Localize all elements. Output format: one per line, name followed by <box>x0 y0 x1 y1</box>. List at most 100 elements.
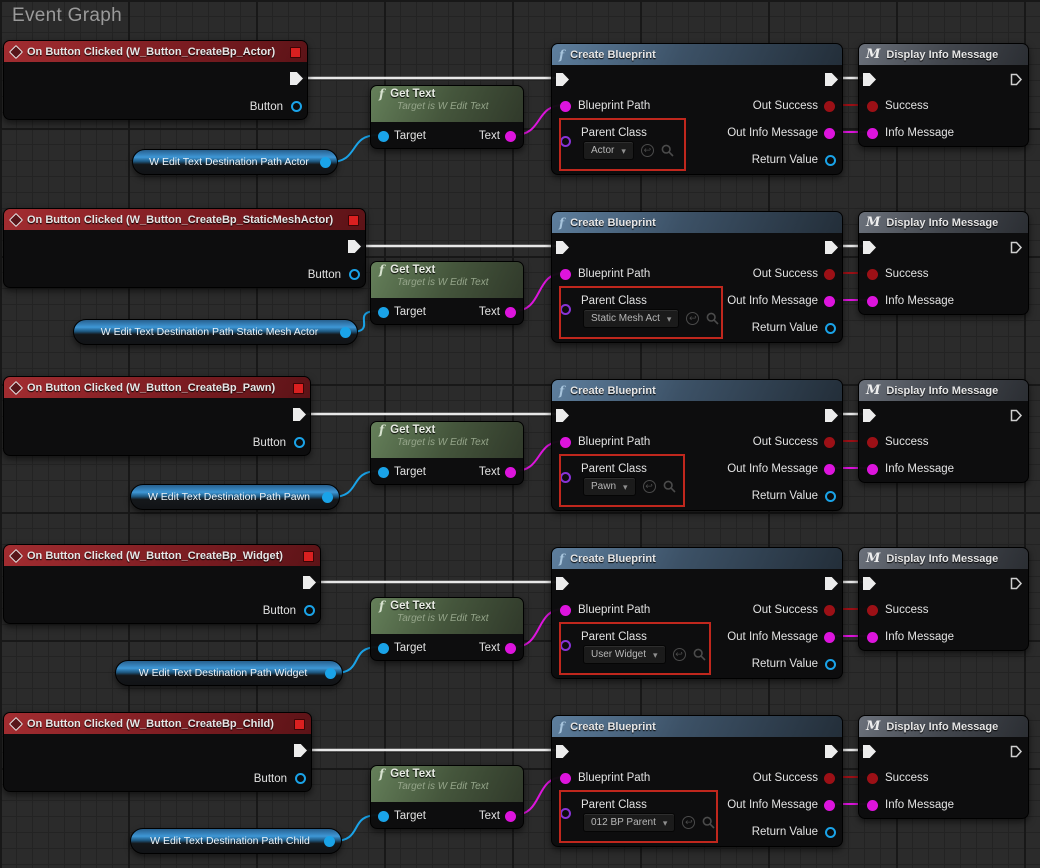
delegate-pin[interactable] <box>293 383 304 394</box>
create-blueprint-header[interactable]: f Create Blueprint <box>552 548 842 569</box>
variable-output-pin[interactable] <box>325 668 336 679</box>
parent-class-dropdown[interactable]: Static Mesh Act ▾ <box>583 309 680 328</box>
delegate-pin[interactable] <box>290 47 301 58</box>
exec-out-pin[interactable] <box>1010 577 1023 590</box>
out-info-message-output-pin[interactable] <box>824 632 835 643</box>
exec-out-pin[interactable] <box>825 409 838 422</box>
success-input-pin[interactable] <box>867 269 878 280</box>
create-blueprint-node[interactable]: f Create Blueprint Blueprint Path Parent… <box>551 547 843 679</box>
event-node-header[interactable]: On Button Clicked (W_Button_CreateBp_Act… <box>4 41 307 62</box>
variable-output-pin[interactable] <box>322 492 333 503</box>
button-object-pin[interactable] <box>295 773 306 784</box>
create-blueprint-node[interactable]: f Create Blueprint Blueprint Path Parent… <box>551 211 843 343</box>
parent-class-dropdown[interactable]: User Widget ▾ <box>583 645 666 664</box>
get-text-header[interactable]: f Get Text Target is W Edit Text <box>371 598 523 634</box>
out-info-message-output-pin[interactable] <box>824 296 835 307</box>
exec-in-pin[interactable] <box>556 241 569 254</box>
parent-class-input-pin[interactable] <box>560 640 571 651</box>
out-info-message-output-pin[interactable] <box>824 464 835 475</box>
exec-in-pin[interactable] <box>556 577 569 590</box>
reset-icon[interactable]: ↩ <box>642 480 656 493</box>
text-output-pin[interactable] <box>505 467 516 478</box>
create-blueprint-node[interactable]: f Create Blueprint Blueprint Path Parent… <box>551 715 843 847</box>
blueprint-path-input-pin[interactable] <box>560 101 571 112</box>
exec-in-pin[interactable] <box>863 73 876 86</box>
exec-out-pin[interactable] <box>1010 409 1023 422</box>
out-success-output-pin[interactable] <box>824 773 835 784</box>
target-input-pin[interactable] <box>378 307 389 318</box>
event-node[interactable]: On Button Clicked (W_Button_CreateBp_Sta… <box>3 208 366 288</box>
success-input-pin[interactable] <box>867 773 878 784</box>
info-message-input-pin[interactable] <box>867 800 878 811</box>
text-output-pin[interactable] <box>505 307 516 318</box>
text-output-pin[interactable] <box>505 811 516 822</box>
exec-out-pin[interactable] <box>1010 73 1023 86</box>
variable-output-pin[interactable] <box>340 327 351 338</box>
variable-get-node[interactable]: W Edit Text Destination Path Child <box>130 828 342 854</box>
search-icon[interactable] <box>693 648 706 661</box>
create-blueprint-header[interactable]: f Create Blueprint <box>552 716 842 737</box>
display-info-message-node[interactable]: M Display Info Message Success Info Mess… <box>858 211 1029 315</box>
exec-out-pin[interactable] <box>825 73 838 86</box>
exec-in-pin[interactable] <box>863 409 876 422</box>
get-text-header[interactable]: f Get Text Target is W Edit Text <box>371 262 523 298</box>
display-info-header[interactable]: M Display Info Message <box>859 44 1028 65</box>
exec-out-pin[interactable] <box>825 241 838 254</box>
exec-in-pin[interactable] <box>863 745 876 758</box>
button-object-pin[interactable] <box>349 269 360 280</box>
info-message-input-pin[interactable] <box>867 296 878 307</box>
success-input-pin[interactable] <box>867 605 878 616</box>
event-node[interactable]: On Button Clicked (W_Button_CreateBp_Chi… <box>3 712 312 792</box>
button-object-pin[interactable] <box>304 605 315 616</box>
search-icon[interactable] <box>706 312 720 325</box>
return-value-output-pin[interactable] <box>825 155 836 166</box>
create-blueprint-header[interactable]: f Create Blueprint <box>552 212 842 233</box>
exec-out-pin[interactable] <box>1010 745 1023 758</box>
create-blueprint-node[interactable]: f Create Blueprint Blueprint Path Parent… <box>551 43 843 175</box>
delegate-pin[interactable] <box>348 215 359 226</box>
parent-class-dropdown[interactable]: Actor ▾ <box>583 141 634 160</box>
display-info-header[interactable]: M Display Info Message <box>859 212 1028 233</box>
parent-class-input-pin[interactable] <box>560 808 571 819</box>
return-value-output-pin[interactable] <box>825 323 836 334</box>
text-output-pin[interactable] <box>505 643 516 654</box>
success-input-pin[interactable] <box>867 101 878 112</box>
return-value-output-pin[interactable] <box>825 491 836 502</box>
event-node[interactable]: On Button Clicked (W_Button_CreateBp_Paw… <box>3 376 311 456</box>
exec-out-pin[interactable] <box>293 408 306 421</box>
exec-in-pin[interactable] <box>556 409 569 422</box>
exec-in-pin[interactable] <box>556 745 569 758</box>
display-info-header[interactable]: M Display Info Message <box>859 380 1028 401</box>
display-info-message-node[interactable]: M Display Info Message Success Info Mess… <box>858 379 1029 483</box>
target-input-pin[interactable] <box>378 643 389 654</box>
info-message-input-pin[interactable] <box>867 464 878 475</box>
target-input-pin[interactable] <box>378 131 389 142</box>
exec-in-pin[interactable] <box>863 577 876 590</box>
get-text-node[interactable]: f Get Text Target is W Edit Text Target … <box>370 85 524 149</box>
event-node-header[interactable]: On Button Clicked (W_Button_CreateBp_Paw… <box>4 377 310 398</box>
exec-out-pin[interactable] <box>303 576 316 589</box>
create-blueprint-header[interactable]: f Create Blueprint <box>552 44 842 65</box>
out-info-message-output-pin[interactable] <box>824 800 835 811</box>
get-text-node[interactable]: f Get Text Target is W Edit Text Target … <box>370 261 524 325</box>
display-info-message-node[interactable]: M Display Info Message Success Info Mess… <box>858 43 1029 147</box>
exec-out-pin[interactable] <box>1010 241 1023 254</box>
exec-in-pin[interactable] <box>863 241 876 254</box>
reset-icon[interactable]: ↩ <box>682 816 696 829</box>
button-object-pin[interactable] <box>294 437 305 448</box>
event-node[interactable]: On Button Clicked (W_Button_CreateBp_Wid… <box>3 544 321 624</box>
out-success-output-pin[interactable] <box>824 101 835 112</box>
get-text-node[interactable]: f Get Text Target is W Edit Text Target … <box>370 765 524 829</box>
create-blueprint-node[interactable]: f Create Blueprint Blueprint Path Parent… <box>551 379 843 511</box>
variable-output-pin[interactable] <box>320 157 331 168</box>
out-success-output-pin[interactable] <box>824 269 835 280</box>
blueprint-path-input-pin[interactable] <box>560 773 571 784</box>
text-output-pin[interactable] <box>505 131 516 142</box>
blueprint-path-input-pin[interactable] <box>560 437 571 448</box>
exec-out-pin[interactable] <box>825 577 838 590</box>
display-info-header[interactable]: M Display Info Message <box>859 716 1028 737</box>
info-message-input-pin[interactable] <box>867 128 878 139</box>
display-info-message-node[interactable]: M Display Info Message Success Info Mess… <box>858 715 1029 819</box>
target-input-pin[interactable] <box>378 467 389 478</box>
